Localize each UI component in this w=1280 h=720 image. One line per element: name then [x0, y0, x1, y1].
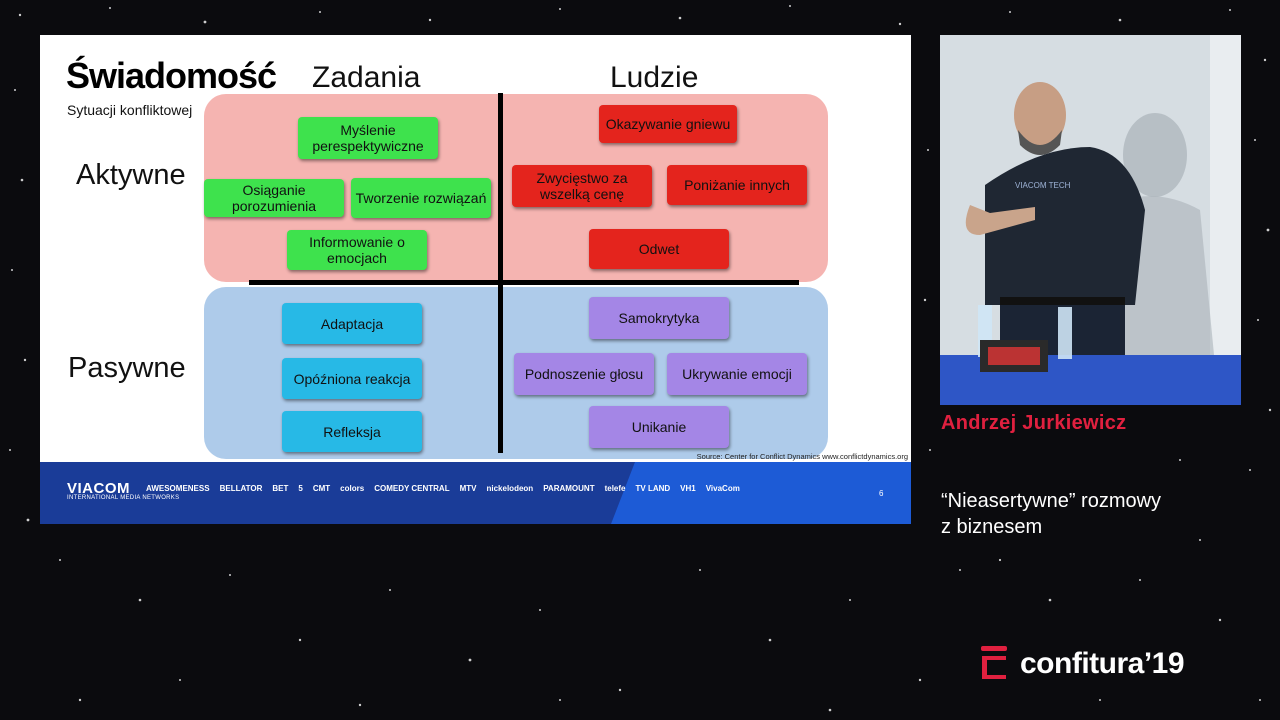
item-active-people: Okazywanie gniewu	[599, 105, 737, 143]
source-citation: Source: Center for Conflict Dynamics www…	[696, 452, 908, 461]
item-passive-people: Unikanie	[589, 406, 729, 448]
brand-logo: TV LAND	[635, 484, 671, 493]
talk-title-line2: z biznesem	[941, 516, 1043, 538]
brand-logo: BELLATOR	[219, 484, 263, 493]
item-passive-task: Adaptacja	[282, 303, 422, 344]
column-header-tasks: Zadania	[312, 61, 421, 94]
item-active-task: Myślenie perespektywiczne	[298, 117, 438, 159]
item-passive-people: Podnoszenie głosu	[514, 353, 654, 395]
speaker-video: VIACOM TECH	[940, 35, 1241, 405]
item-active-task: Informowanie o emocjach	[287, 230, 427, 270]
item-active-people: Zwycięstwo za wszelką cenę	[512, 165, 652, 207]
speaker-illustration: VIACOM TECH	[940, 35, 1241, 405]
brand-logo: nickelodeon	[486, 484, 534, 493]
brand-logo: MTV	[459, 484, 477, 493]
slide-title: Świadomość	[66, 55, 277, 96]
talk-title: “Nieasertywne” rozmowy z biznesem	[941, 488, 1161, 540]
item-passive-task: Opóźniona reakcja	[282, 358, 422, 399]
brand-logo: BET	[272, 484, 289, 493]
slide-subtitle: Sytuacji konfliktowej	[67, 102, 193, 118]
conference-logo: confitura’19	[978, 644, 1185, 684]
row-header-passive: Pasywne	[68, 352, 186, 384]
horizontal-axis-divider	[249, 280, 799, 285]
vertical-axis-divider	[498, 93, 503, 453]
brand-logo: PARAMOUNT	[543, 484, 595, 493]
viacom-logo: VIACOM INTERNATIONAL MEDIA NETWORKS	[67, 480, 180, 501]
item-active-task: Tworzenie rozwiązań	[351, 178, 491, 218]
brand-logo: VH1	[680, 484, 696, 493]
shirt-logo-text: VIACOM TECH	[1015, 181, 1071, 190]
brand-logo: CMT	[312, 484, 331, 493]
talk-title-line1: “Nieasertywne” rozmowy	[941, 490, 1162, 512]
item-active-people: Poniżanie innych	[667, 165, 807, 205]
item-passive-task: Refleksja	[282, 411, 422, 452]
conference-name: confitura’19	[1020, 647, 1185, 680]
brand-logos-row: AWESOMENESS BELLATOR BET 5 CMT colors CO…	[146, 484, 740, 493]
slide-page-number: 6	[879, 489, 884, 498]
brand-logo: telefe	[604, 484, 626, 493]
row-header-active: Aktywne	[76, 159, 186, 191]
presentation-slide: Świadomość Sytuacji konfliktowej Zadania…	[40, 35, 911, 524]
slide-footer: VIACOM INTERNATIONAL MEDIA NETWORKS AWES…	[40, 462, 911, 524]
confitura-mark-icon	[981, 646, 1007, 679]
brand-logo: AWESOMENESS	[146, 484, 210, 493]
speaker-name: Andrzej Jurkiewicz	[941, 412, 1127, 434]
item-active-people: Odwet	[589, 229, 729, 269]
item-active-task: Osiąganie porozumienia	[204, 179, 344, 217]
item-passive-people: Samokrytyka	[589, 297, 729, 339]
item-passive-people: Ukrywanie emocji	[667, 353, 807, 395]
brand-logo: 5	[298, 484, 303, 493]
footer-accent	[611, 462, 911, 524]
brand-logo: COMEDY CENTRAL	[374, 484, 450, 493]
column-header-people: Ludzie	[610, 61, 699, 94]
brand-logo: colors	[340, 484, 365, 493]
brand-logo: VivaCom	[705, 484, 740, 493]
